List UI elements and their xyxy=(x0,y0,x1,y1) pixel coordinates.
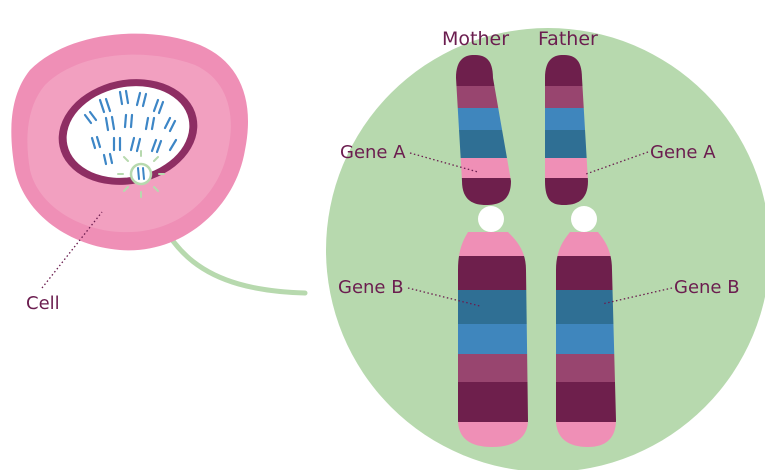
cell xyxy=(11,34,248,251)
highlighted-chromosome-pair xyxy=(131,164,151,184)
father-centromere xyxy=(571,206,597,232)
gene-a-right-label: Gene A xyxy=(650,142,716,163)
father-label: Father xyxy=(538,28,598,50)
cell-label: Cell xyxy=(26,293,60,314)
mother-label: Mother xyxy=(442,28,509,50)
gene-b-right-label: Gene B xyxy=(674,277,740,298)
gene-a-left-label: Gene A xyxy=(340,142,406,163)
mother-centromere xyxy=(478,206,504,232)
gene-b-left-label: Gene B xyxy=(338,277,404,298)
